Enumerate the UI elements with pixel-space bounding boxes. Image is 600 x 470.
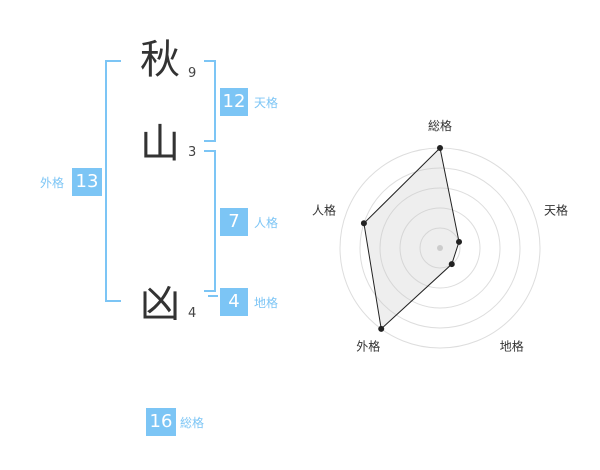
radar-ring-3 [379, 187, 501, 309]
radar-ring-4 [359, 167, 521, 329]
radar-axis-label-4: 人格 [312, 202, 336, 217]
chikaku-label: 地格 [254, 296, 279, 310]
radar-points [360, 145, 463, 332]
soukaku-label: 総格 [180, 416, 205, 430]
radar-point-1 [456, 238, 463, 245]
radar-point-3 [378, 325, 385, 332]
radar-point-4 [360, 220, 367, 227]
radar-axis-label-2: 地格 [500, 339, 524, 354]
name-char-2: 山 [140, 121, 180, 167]
gaikaku-value: 13 [72, 168, 102, 196]
chikaku-connector [208, 295, 218, 297]
stroke-count-3: 4 [188, 306, 197, 321]
radar-center-dot [437, 245, 443, 251]
gaikaku-label: 外格 [40, 176, 65, 190]
radar-axis-label-0: 総格 [428, 118, 452, 133]
radar-ring-1 [419, 227, 461, 269]
name-char-3: 凶 [140, 281, 180, 327]
jinkaku-bracket [204, 150, 216, 292]
chikaku-value: 4 [220, 288, 248, 316]
radar-area [363, 146, 460, 330]
tenkaku-bracket [204, 60, 216, 142]
tenkaku-value: 12 [220, 88, 248, 116]
stroke-count-1: 9 [188, 66, 197, 81]
tenkaku-label: 天格 [254, 96, 279, 110]
radar-axis-label-3: 外格 [356, 339, 380, 354]
jinkaku-label: 人格 [254, 216, 279, 230]
radar-ring-2 [399, 207, 481, 289]
gaikaku-bracket [105, 60, 121, 302]
stroke-count-2: 3 [188, 145, 197, 160]
name-char-1: 秋 [140, 37, 180, 83]
soukaku-value: 16 [146, 408, 176, 436]
radar-axis-label-1: 天格 [544, 202, 568, 217]
radar-point-2 [448, 261, 455, 268]
jinkaku-value: 7 [220, 208, 248, 236]
radar-point-0 [437, 145, 443, 151]
